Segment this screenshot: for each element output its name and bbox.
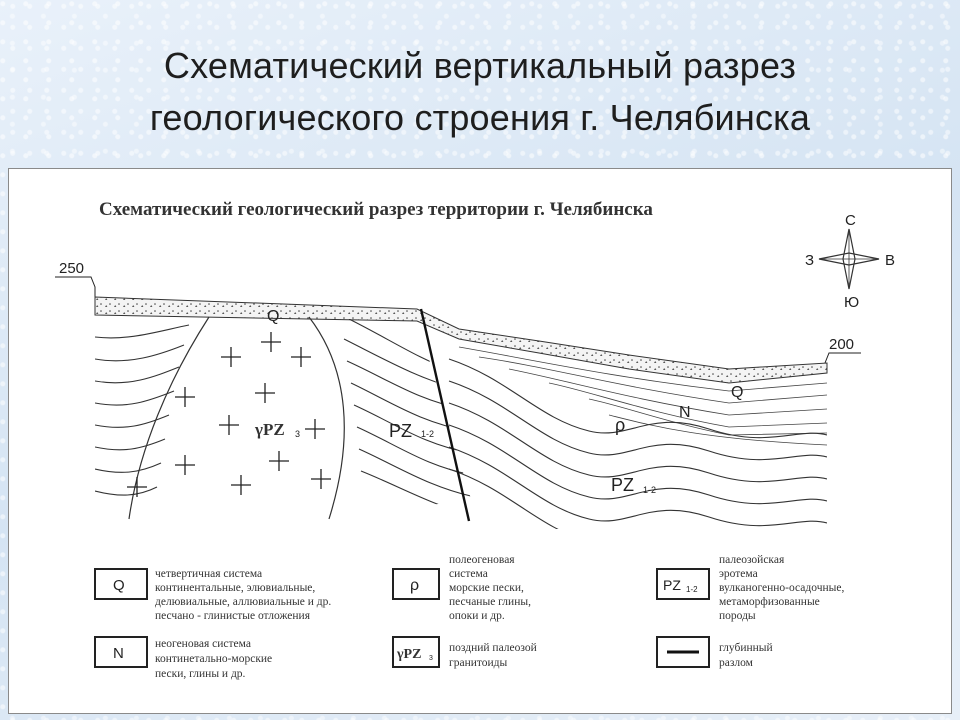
- rho-label: ρ: [615, 415, 625, 435]
- geologic-section-figure: Схематический геологический разрез терри…: [8, 168, 952, 714]
- compass-north-label: С: [845, 212, 856, 229]
- legend-rho-text: полеогеновая система морские пески, песч…: [449, 554, 534, 622]
- legend-pz-symbol: PZ: [663, 577, 681, 593]
- legend-granite-line-2: гранитоиды: [449, 657, 508, 669]
- legend-pz-line-2: эротема: [719, 568, 758, 580]
- paleozoic-folds-right: [448, 358, 827, 529]
- elevation-left-marker: [55, 276, 96, 301]
- legend-n-line-1: неогеновая система: [155, 638, 251, 650]
- legend-granite-symbol-sub: 3: [429, 655, 433, 662]
- legend-rho-line-5: опоки и др.: [449, 610, 505, 622]
- legend-granite-line-1: поздний палеозой: [449, 642, 537, 654]
- legend-pz-line-3: вулканогенно-осадочные,: [719, 582, 844, 594]
- slide-title-line-1: Схематический вертикальный разрез: [163, 45, 797, 86]
- legend-q-line-4: песчано - глинистые отложения: [155, 610, 311, 622]
- legend-n-line-3: пески, глины и др.: [155, 668, 246, 680]
- legend-n-box: [94, 636, 148, 668]
- legend-fault-text: глубинный разлом: [719, 642, 776, 669]
- q-label-left: Q: [267, 308, 279, 325]
- legend-fault-line-2: разлом: [719, 657, 754, 669]
- legend-q-line-2: континентальные, элювиальные,: [155, 582, 315, 594]
- legend-n-text: неогеновая система континетально-морские…: [155, 638, 275, 680]
- legend-granite-text: поздний палеозой гранитоиды: [449, 642, 540, 669]
- q-label-right: Q: [731, 384, 743, 401]
- compass-west-label: З: [805, 252, 814, 269]
- compass-east-label: В: [885, 252, 895, 269]
- figure-title: Схематический геологический разрез терри…: [99, 199, 653, 220]
- slide-title-line-2: геологического строения г. Челябинска: [149, 97, 811, 138]
- pz-label-right-sub: 1-2: [643, 485, 656, 495]
- legend-rho-line-3: морские пески,: [449, 582, 524, 594]
- legend-q-line-1: четвертичная система: [155, 568, 262, 580]
- paleozoic-folds-middle: [343, 319, 471, 518]
- quaternary-layer: [94, 296, 828, 384]
- legend-granite-box: [392, 636, 440, 668]
- legend: Q четвертичная система континентальные, …: [94, 554, 847, 680]
- elevation-right-label: 200: [829, 336, 854, 353]
- legend-rho-box: [392, 568, 440, 600]
- pz-label-right: PZ: [611, 475, 634, 495]
- legend-n-symbol: N: [113, 645, 124, 662]
- legend-q-line-3: делювиальные, аллювиальные и др.: [155, 596, 331, 608]
- granite-label-sub: 3: [295, 429, 300, 439]
- elevation-right-marker: [824, 352, 861, 373]
- compass-south-label: Ю: [844, 294, 859, 311]
- elevation-left-label: 250: [59, 260, 84, 277]
- legend-q-text: четвертичная система континентальные, эл…: [155, 568, 334, 622]
- legend-rho-line-4: песчаные глины,: [449, 596, 531, 608]
- legend-rho-line-1: полеогеновая: [449, 554, 515, 566]
- legend-q-box: [94, 568, 148, 600]
- legend-granite-symbol: γPZ: [396, 647, 421, 662]
- paleozoic-folds-left: [95, 324, 190, 496]
- legend-rho-symbol: ρ: [410, 577, 419, 594]
- granite-crosses: [127, 332, 331, 497]
- geologic-section-svg: Схематический геологический разрез терри…: [55, 199, 895, 680]
- legend-q-symbol: Q: [113, 577, 125, 594]
- slide-title: Схематический вертикальный разрез геолог…: [0, 40, 960, 144]
- legend-pz-line-5: породы: [719, 610, 756, 622]
- granite-boundary: [128, 316, 345, 520]
- neogene-paleogene-beds: [458, 346, 828, 446]
- compass-rose-icon: [818, 228, 880, 290]
- legend-pz-box: [656, 568, 710, 600]
- legend-rho-line-2: система: [449, 568, 488, 580]
- granite-label: γPZ: [254, 420, 285, 439]
- n-label: N: [679, 404, 691, 421]
- pz-label-left-sub: 1-2: [421, 429, 434, 439]
- legend-pz-line-4: метаморфизованные: [719, 596, 820, 608]
- legend-fault-line-1: глубинный: [719, 642, 773, 654]
- pz-label-left: PZ: [389, 421, 412, 441]
- deep-fault-line: [419, 308, 471, 522]
- legend-pz-symbol-sub: 1-2: [686, 585, 698, 594]
- legend-pz-line-1: палеозойская: [719, 554, 785, 566]
- legend-pz-text: палеозойская эротема вулканогенно-осадоч…: [719, 554, 847, 622]
- legend-n-line-2: континетально-морские: [155, 653, 272, 665]
